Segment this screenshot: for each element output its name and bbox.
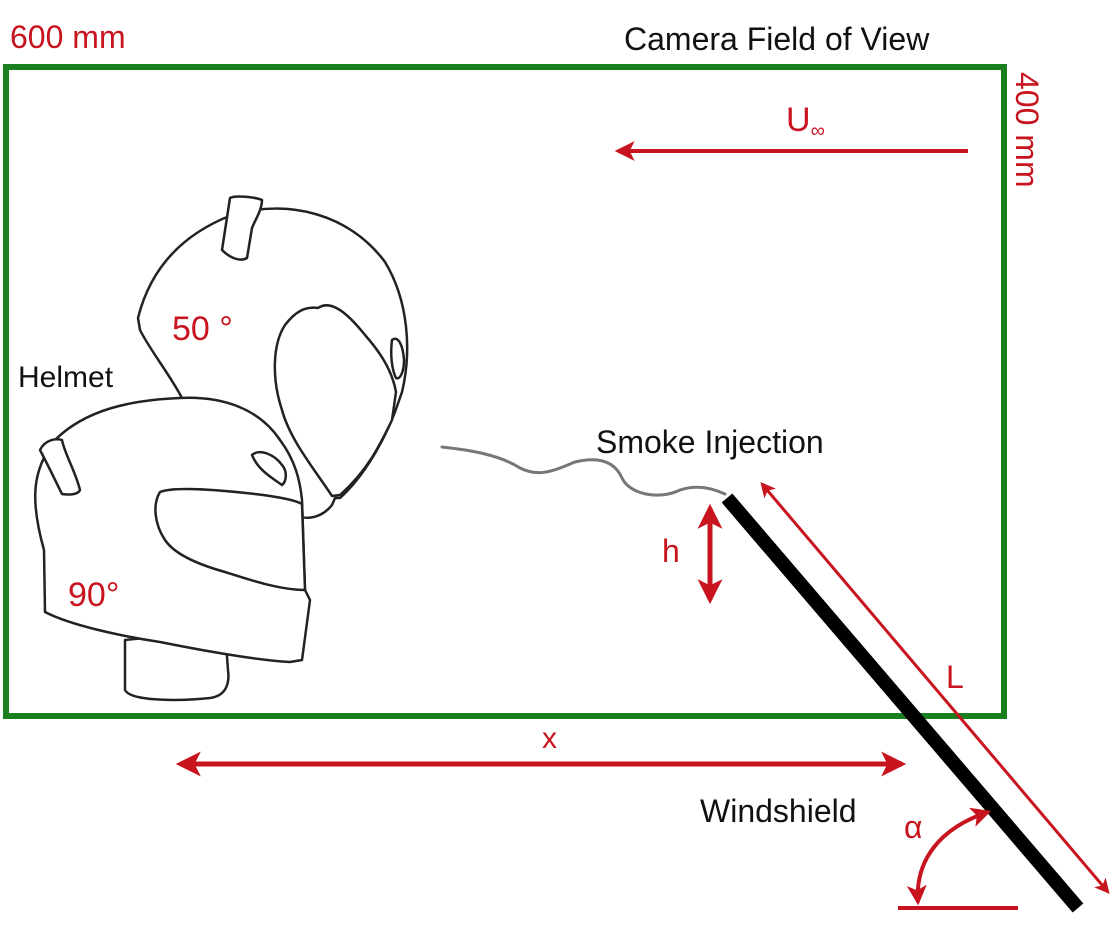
- helmet-label: Helmet: [18, 361, 114, 394]
- camera-field-of-view-frame: [3, 64, 1007, 719]
- height-param-label: h: [662, 533, 680, 569]
- helmet-angle-50-label: 50 °: [172, 310, 233, 348]
- angle-param-label: α: [904, 809, 923, 845]
- field-of-view-label: Camera Field of View: [624, 21, 930, 57]
- helmet-90-degree: [34, 396, 312, 702]
- distance-param-label: x: [542, 722, 557, 755]
- angle-arc: [906, 807, 992, 906]
- length-param-label: L: [946, 659, 964, 695]
- windshield-label: Windshield: [700, 793, 857, 829]
- smoke-injection-label: Smoke Injection: [596, 424, 824, 460]
- height-dimension-label: 400 mm: [1009, 72, 1045, 188]
- length-arrow: [760, 482, 1110, 894]
- helmet-angle-90-label: 90°: [68, 576, 119, 614]
- smoke-streak: [440, 445, 727, 497]
- freestream-symbol: U: [786, 101, 811, 139]
- freestream-label: U∞: [786, 101, 825, 142]
- windshield: [721, 493, 1084, 913]
- freestream-subscript: ∞: [811, 120, 825, 142]
- helmet-50-degree: [136, 195, 409, 519]
- width-dimension-label: 600 mm: [10, 19, 126, 55]
